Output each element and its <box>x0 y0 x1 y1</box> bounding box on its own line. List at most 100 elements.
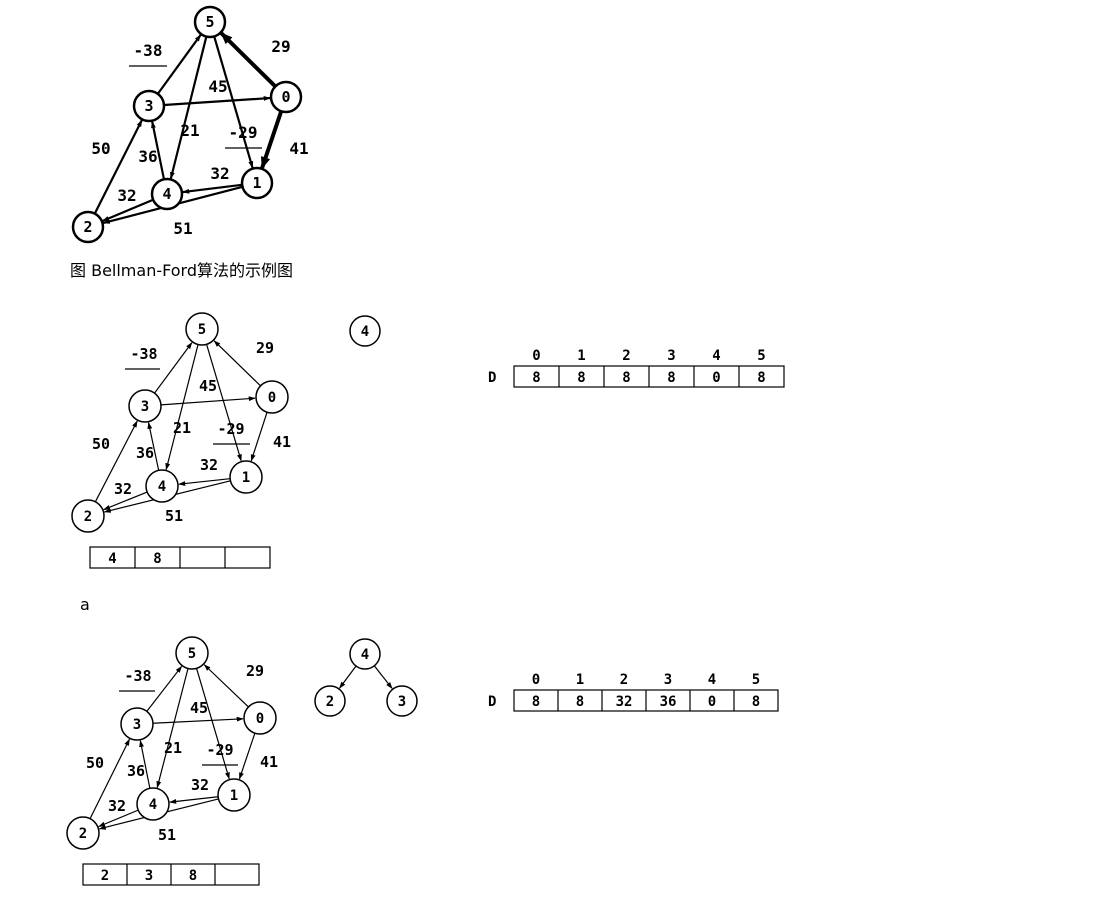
distance-value: 8 <box>622 370 630 386</box>
edge-0-1 <box>260 110 284 169</box>
vertex-index-header: 4 <box>708 672 716 688</box>
tree-node-2 <box>314 685 346 717</box>
edge-weight-1-4: 32 <box>200 456 218 474</box>
queue-item: 8 <box>153 551 161 567</box>
edge-5-1 <box>213 36 254 169</box>
node-label-1: 1 <box>242 470 250 486</box>
edge-3-5 <box>154 342 193 394</box>
edge-weight-5-4: 21 <box>173 419 191 437</box>
edge-3-5 <box>146 665 183 712</box>
edge-1-4 <box>169 796 219 804</box>
tree-edge <box>339 665 357 689</box>
edge-weight-5-4: 21 <box>164 739 182 757</box>
tree-node-label: 3 <box>398 694 406 710</box>
edge-weight-1-4: 32 <box>191 776 209 794</box>
node-label-3: 3 <box>144 97 153 115</box>
edge-weight-3-0: 45 <box>208 77 227 96</box>
edge-5-4 <box>165 344 199 471</box>
edge-weight-2-3: 50 <box>92 435 110 453</box>
edge-0-1 <box>238 732 256 780</box>
node-label-1: 1 <box>252 174 261 192</box>
tree-node-label: 4 <box>361 324 369 340</box>
edge-weight-0-5: 29 <box>256 339 274 357</box>
distance-value: 0 <box>712 370 720 386</box>
node-label-2: 2 <box>84 509 92 525</box>
distance-array-label: D <box>488 370 496 386</box>
distance-value: 8 <box>532 694 540 710</box>
edge-weight-5-1: -29 <box>206 741 233 759</box>
node-label-0: 0 <box>256 711 264 727</box>
tree-node-3 <box>386 685 418 717</box>
edge-weight-4-3: 36 <box>138 147 157 166</box>
vertex-index-header: 3 <box>664 672 672 688</box>
vertex-index-header: 3 <box>667 348 675 364</box>
edge-weight-0-5: 29 <box>246 662 264 680</box>
edge-weight-5-1: -29 <box>217 420 244 438</box>
edge-4-2 <box>102 198 154 222</box>
distance-array-label: D <box>488 694 496 710</box>
vertex-index-header: 1 <box>576 672 584 688</box>
vertex-index-header: 4 <box>712 348 720 364</box>
node-2 <box>71 499 105 533</box>
node-1 <box>217 778 251 812</box>
tree-node-4 <box>349 315 381 347</box>
edge-1-4 <box>178 478 231 486</box>
node-4 <box>136 787 170 821</box>
distance-value: 36 <box>660 694 677 710</box>
figure-a-label: a <box>80 595 90 614</box>
distance-value: 0 <box>708 694 716 710</box>
edge-5-4 <box>169 36 208 180</box>
node-3 <box>120 707 154 741</box>
edge-5-1 <box>205 344 242 462</box>
node-2 <box>66 816 100 850</box>
node-label-4: 4 <box>149 797 157 813</box>
edge-weight-4-2: 32 <box>117 186 136 205</box>
edge-weight-2-3: 50 <box>86 754 104 772</box>
node-label-2: 2 <box>79 826 87 842</box>
node-5 <box>175 636 209 670</box>
edge-4-2 <box>103 491 148 511</box>
node-label-5: 5 <box>198 322 206 338</box>
node-label-2: 2 <box>83 218 92 236</box>
edge-3-0 <box>152 716 244 724</box>
step-a-tree: 4 <box>349 315 381 347</box>
edge-weight-2-3: 50 <box>91 139 110 158</box>
edge-0-1 <box>250 412 268 462</box>
node-label-4: 4 <box>162 185 171 203</box>
edge-weight-5-4: 21 <box>180 121 199 140</box>
queue-item: 8 <box>189 868 197 884</box>
node-label-5: 5 <box>205 13 214 31</box>
node-label-0: 0 <box>268 390 276 406</box>
node-label-0: 0 <box>281 88 290 106</box>
distance-value: 8 <box>757 370 765 386</box>
node-1 <box>229 460 263 494</box>
edge-weight-4-2: 32 <box>114 480 132 498</box>
edge-weight-1-4: 32 <box>210 164 229 183</box>
edge-weight-0-1: 41 <box>260 753 278 771</box>
vertex-index-header: 0 <box>532 348 540 364</box>
edge-3-0 <box>160 396 256 406</box>
distance-value: 32 <box>616 694 633 710</box>
queue-item: 2 <box>101 868 109 884</box>
node-1 <box>240 166 274 200</box>
queue-item: 4 <box>108 551 116 567</box>
vertex-index-header: 1 <box>577 348 585 364</box>
edge-3-5 <box>156 34 202 95</box>
edge-3-0 <box>163 96 271 107</box>
node-3 <box>128 389 162 423</box>
edge-4-3 <box>147 421 160 471</box>
edge-weight-0-1: 41 <box>289 139 308 158</box>
edge-weight-3-0: 45 <box>199 377 217 395</box>
edge-weight-1-2: 51 <box>165 507 183 525</box>
edge-4-3 <box>139 739 151 789</box>
edge-2-3 <box>94 420 138 503</box>
node-label-5: 5 <box>188 646 196 662</box>
distance-value: 8 <box>667 370 675 386</box>
node-0 <box>255 380 289 414</box>
node-3 <box>132 89 166 123</box>
node-4 <box>145 469 179 503</box>
